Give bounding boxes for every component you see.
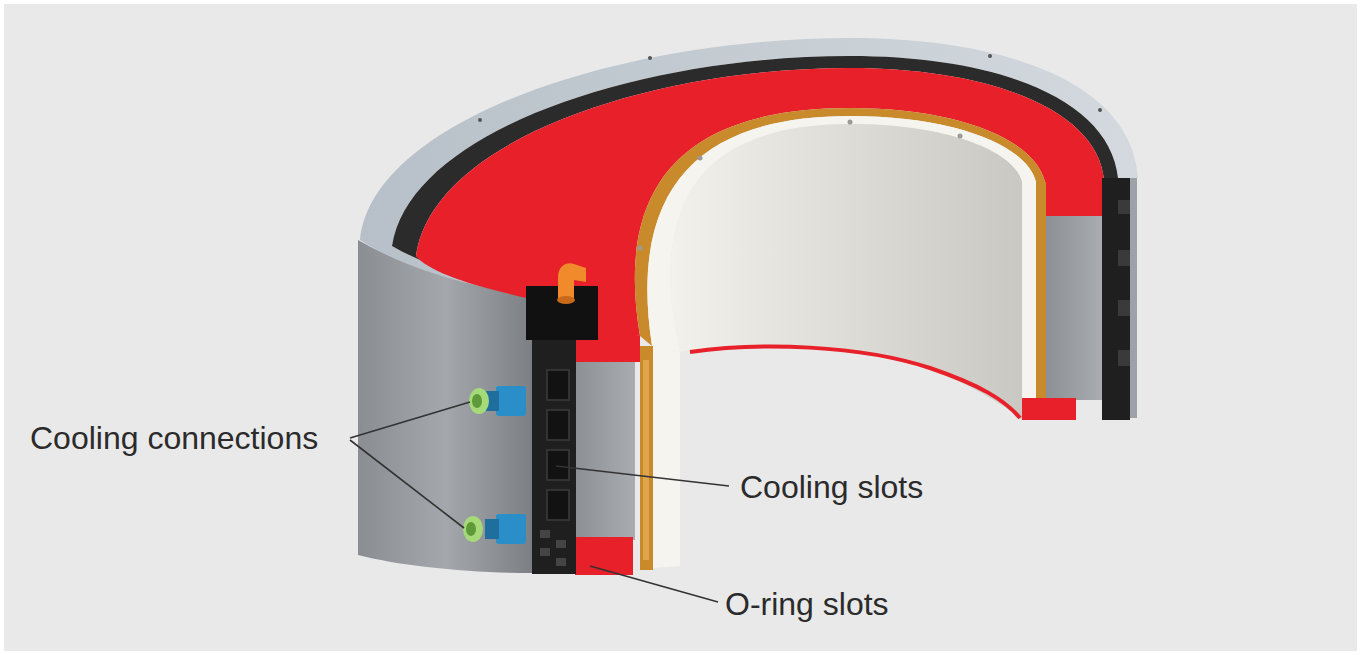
fitting-cap <box>472 394 482 408</box>
cooling-slot <box>1118 300 1130 316</box>
o-ring-slot <box>540 530 550 538</box>
cable-gland <box>557 296 575 304</box>
fitting-body <box>496 386 526 416</box>
cooling-slot <box>547 450 569 480</box>
magnet-highlight <box>643 360 649 560</box>
callout-label: O-ring slots <box>725 588 889 620</box>
fitting-body <box>496 514 526 544</box>
screw-hole <box>958 134 963 139</box>
background-panel <box>4 4 1357 651</box>
rotor-section <box>653 346 680 568</box>
housing-section <box>1130 178 1137 418</box>
winding-section <box>1022 398 1076 420</box>
rotor-inner-surface <box>671 124 1022 420</box>
magnet-section <box>1036 182 1046 412</box>
leader-line <box>350 402 470 438</box>
cooling-slot <box>1118 250 1130 266</box>
leader-line <box>556 466 729 486</box>
magnet-section <box>640 346 653 570</box>
winding-section <box>1046 180 1104 216</box>
screw-hole <box>478 118 482 122</box>
o-ring-slot <box>556 540 566 548</box>
screw-hole <box>638 246 643 251</box>
screw-hole <box>1098 108 1102 112</box>
fitting-cap <box>463 516 483 542</box>
cooling-slot <box>1118 350 1130 366</box>
cooling-slot <box>547 410 569 440</box>
leader-line <box>350 440 464 528</box>
screw-hole <box>698 156 703 161</box>
callout-label: Cooling slots <box>740 471 923 503</box>
screw-hole <box>648 56 652 60</box>
leader-line <box>590 566 718 602</box>
fitting-nut <box>485 519 499 539</box>
o-ring-slot <box>556 558 566 566</box>
cable-gland <box>558 263 586 300</box>
stator-section <box>575 340 635 540</box>
screw-hole <box>988 54 992 58</box>
fitting-cap <box>466 522 476 536</box>
cooling-slot <box>1118 200 1130 214</box>
rotor-section <box>1022 182 1036 420</box>
cooling-slot <box>547 370 569 400</box>
cooling-slot <box>547 490 569 520</box>
callout-label: Cooling connections <box>30 422 318 454</box>
fitting-cap <box>469 388 489 414</box>
cooling-jacket-section <box>1102 178 1130 420</box>
screw-hole <box>848 120 853 125</box>
o-ring-slot <box>540 548 550 556</box>
winding-bottom-edge <box>690 347 1020 418</box>
